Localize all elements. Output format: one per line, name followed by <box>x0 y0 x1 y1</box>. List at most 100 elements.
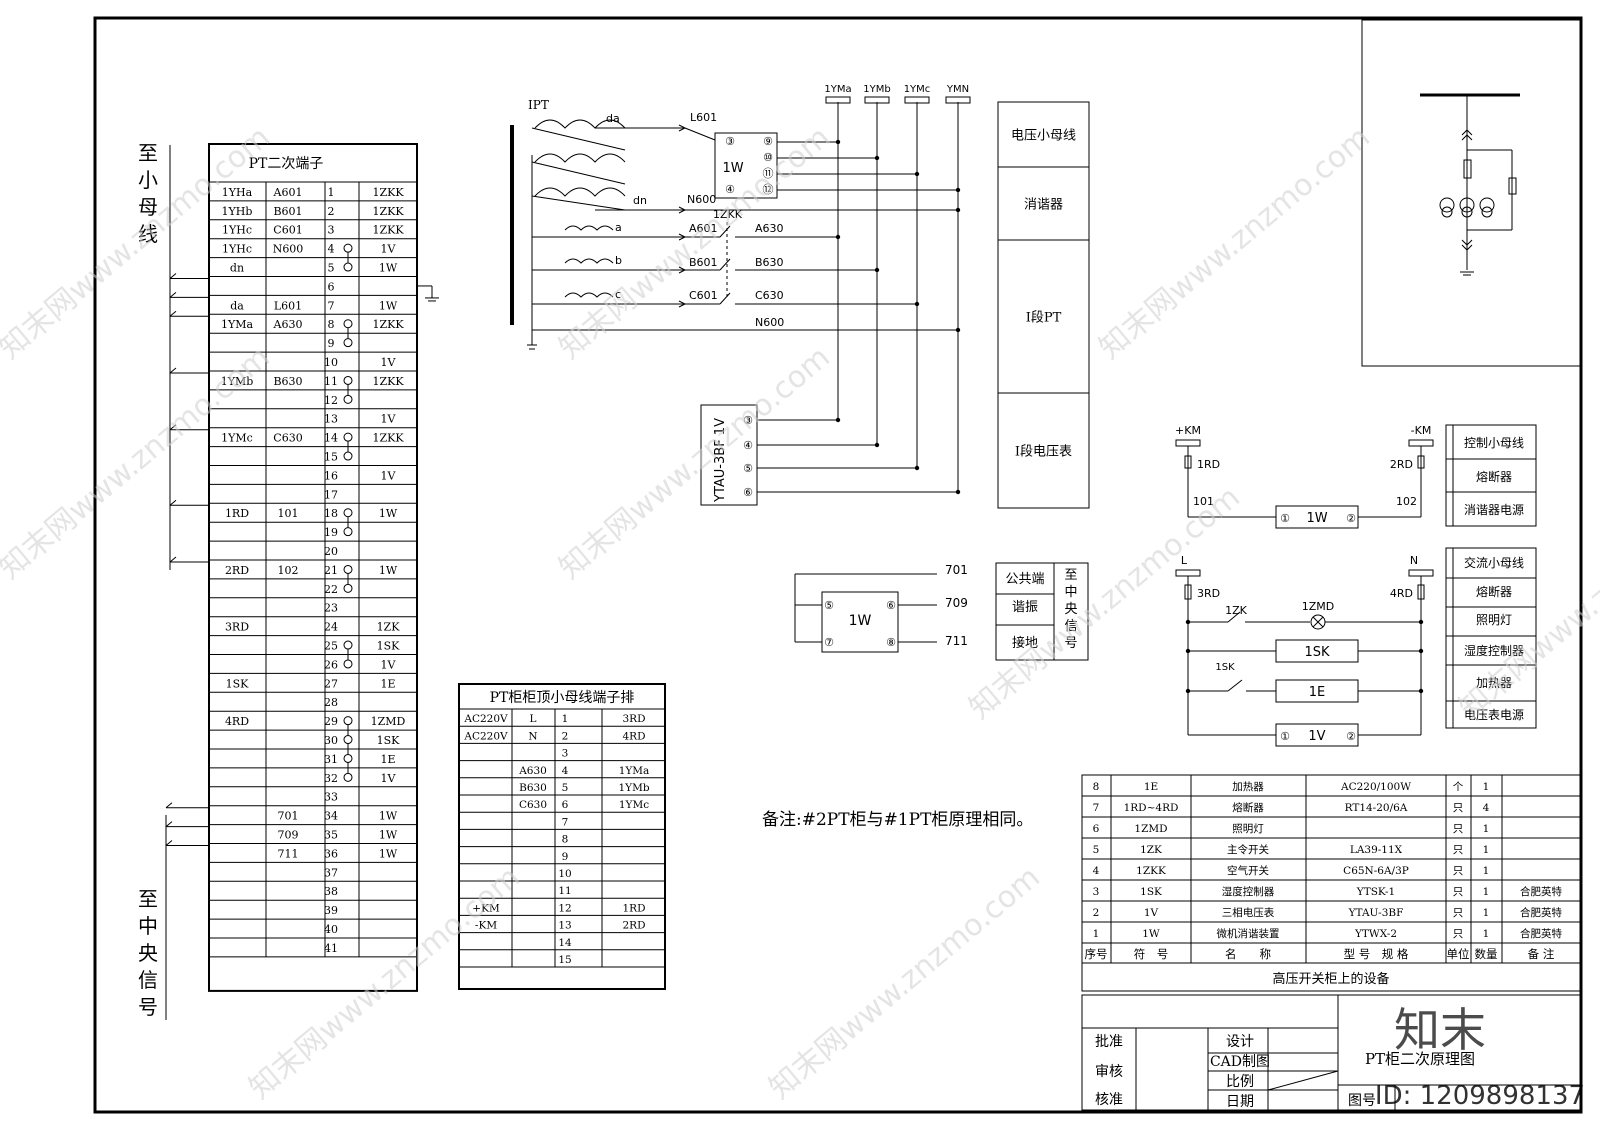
pt-cell-number: 1 <box>328 186 335 199</box>
coil-label-a: a <box>615 221 622 234</box>
top-cell-wire: N <box>528 730 537 742</box>
pt-cell-number: 16 <box>324 469 338 482</box>
top-cell-number: 5 <box>562 782 569 794</box>
pt-cell-wire: B630 <box>273 375 302 388</box>
pin-9: ⑨ <box>763 135 773 148</box>
pt-cell-device: 2RD <box>225 564 249 577</box>
top-cell-number: 7 <box>562 816 569 828</box>
equipment-cell: 1RD~4RD <box>1124 802 1179 814</box>
pt-cell-number: 18 <box>324 507 338 520</box>
fuse-1rd: 1RD <box>1197 458 1220 471</box>
pt-cell-target: 1ZKK <box>372 432 404 445</box>
bus-label: 1YMc <box>904 84 931 95</box>
equipment-cell: 熔断器 <box>1232 801 1264 814</box>
ctrl-pin: ② <box>1346 512 1356 525</box>
pt-cell-number: 15 <box>324 451 338 464</box>
link-circle <box>343 375 353 385</box>
link-circle <box>343 338 353 348</box>
pt-cell-number: 32 <box>324 772 338 785</box>
pt-cell-number: 24 <box>324 621 338 634</box>
side-label-top-char: 线 <box>138 222 158 246</box>
pt-circuit-labels: IPTdadnabcL601N600A601B601C601A630B630C6… <box>528 84 969 503</box>
right-box-label: Ⅰ段PT <box>1026 311 1062 326</box>
equipment-cell: 1SK <box>1140 886 1162 898</box>
pt-cell-wire: C601 <box>273 224 302 237</box>
equipment-cell: 1E <box>1144 781 1158 793</box>
pt-cell-number: 5 <box>328 262 335 275</box>
pt-cell-target: 1W <box>379 262 398 275</box>
pt-cell-wire: 711 <box>278 847 299 860</box>
top-cell-number: 4 <box>562 765 569 777</box>
equipment-cell: 只 <box>1453 928 1464 940</box>
top-cell-number: 3 <box>562 748 569 760</box>
link-circle <box>343 319 353 329</box>
junction-dot <box>835 234 841 240</box>
top-cell-number: 8 <box>562 834 569 846</box>
meter-pin: ⑥ <box>743 486 753 499</box>
link-circle <box>343 716 353 726</box>
ctrl-pin: ① <box>1280 512 1290 525</box>
pt-cell-number: 10 <box>324 356 338 369</box>
pt-cell-number: 9 <box>328 337 335 350</box>
pt-cell-number: 12 <box>324 394 338 407</box>
wire-B601: B601 <box>689 256 718 269</box>
wire-line <box>169 273 177 279</box>
link-circle <box>343 451 353 461</box>
pt-cell-target: 1ZKK <box>372 375 404 388</box>
pt-cell-number: 34 <box>324 810 338 823</box>
watermark-text: 知末网www.znzmo.com <box>763 860 1047 1106</box>
top-cell-source: -KM <box>475 920 497 932</box>
equipment-cell: 1 <box>1483 865 1490 877</box>
equipment-cell: 加热器 <box>1232 780 1264 793</box>
watermark-text: 知末网www.znzmo.com <box>0 340 277 586</box>
equipment-cell: 微机消谐装置 <box>1217 927 1280 940</box>
ac-legend-label: 电压表电源 <box>1464 708 1524 722</box>
pt-cell-device: 1RD <box>225 507 249 520</box>
pt-cell-target: 1ZMD <box>371 715 406 728</box>
equipment-header: 序号 <box>1085 947 1108 961</box>
equipment-cell: YTAU-3BF <box>1348 907 1404 919</box>
pt-cell-target: 1V <box>381 356 397 369</box>
top-cell-target: 4RD <box>622 730 645 742</box>
pt-cell-target: 1V <box>381 469 397 482</box>
side-label-bottom-char: 中 <box>138 914 158 938</box>
arrow-mark <box>678 206 687 214</box>
ctrl-legend-label: 熔断器 <box>1476 469 1512 484</box>
pt-cell-target: 1E <box>380 677 395 690</box>
equipment-cell: 5 <box>1093 844 1100 856</box>
pin-3: ③ <box>725 135 735 148</box>
side-label-bottom-char: 央 <box>138 941 158 965</box>
wire-L601: L601 <box>690 111 717 124</box>
ac-legend-label: 交流小母线 <box>1464 555 1524 570</box>
watermark-text: 知末网www.znzmo.com <box>963 480 1247 726</box>
equipment-cell: 7 <box>1093 802 1100 814</box>
top-cell-wire: L <box>530 713 537 725</box>
equipment-cell: 1ZKK <box>1136 865 1166 877</box>
top-cell-wire: B630 <box>519 782 547 794</box>
pt-cell-number: 19 <box>324 526 338 539</box>
equipment-cell: YTSK-1 <box>1356 886 1395 898</box>
link-circle <box>343 564 353 574</box>
equipment-header: 名 称 <box>1225 947 1271 961</box>
pt-cell-wire: N600 <box>273 243 304 256</box>
junction-dot <box>874 155 880 161</box>
pt-cell-number: 11 <box>324 375 338 388</box>
pt-cell-wire: 701 <box>278 810 299 823</box>
signal-circuit <box>794 562 1089 661</box>
top-cell-number: 15 <box>558 954 571 966</box>
ac-pin: ① <box>1280 730 1290 743</box>
junction-dot <box>1418 648 1424 654</box>
link-circle <box>343 772 353 782</box>
pos-bus-label: +KM <box>1175 424 1201 437</box>
top-cell-target: 2RD <box>622 920 645 932</box>
equipment-cell: 1 <box>1483 823 1490 835</box>
equipment-cell: 个 <box>1453 781 1464 793</box>
pt-cell-number: 2 <box>328 205 335 218</box>
top-cell-number: 13 <box>558 920 571 932</box>
signal-device: 1W <box>849 613 872 629</box>
